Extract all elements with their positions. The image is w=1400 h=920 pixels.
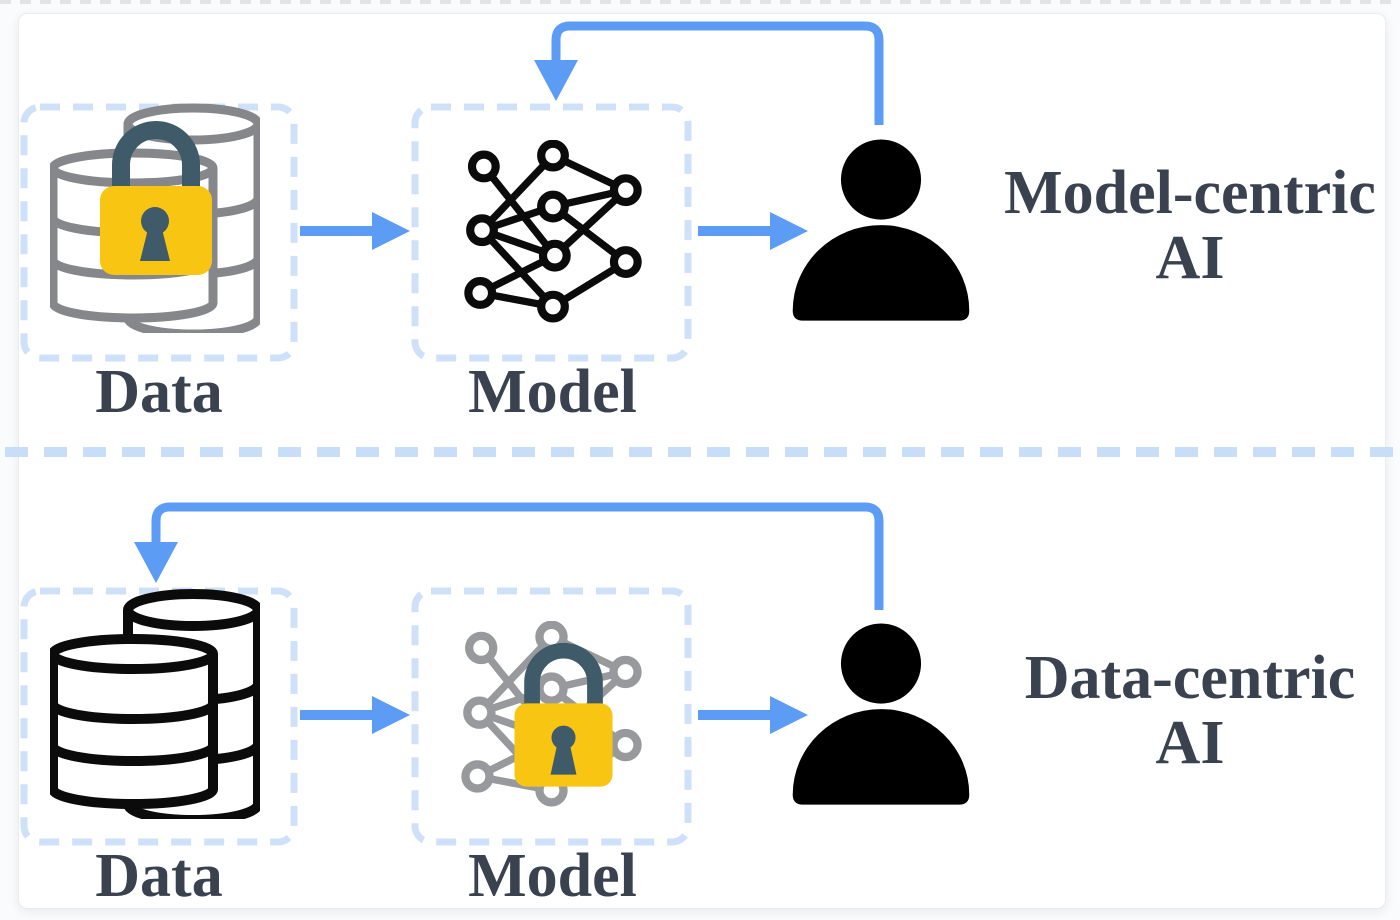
- dashed-box-border: [411, 103, 692, 362]
- database-icon: [50, 589, 260, 819]
- data-box-label: Data: [95, 842, 223, 910]
- flow-arrow-data-to-model-top: [300, 212, 410, 250]
- feedback-arrow-person-to-data: [134, 502, 884, 610]
- neural-network-lock-icon: [461, 621, 642, 807]
- database-lock-icon: [50, 103, 260, 333]
- model-box-label: Model: [468, 842, 637, 910]
- dashed-box-border: [411, 587, 692, 846]
- flow-arrow-model-to-person-top: [698, 212, 808, 250]
- model-box-data-centric: [411, 587, 692, 846]
- row-title-data-centric: Data-centric AI: [985, 646, 1395, 776]
- person-icon: [792, 139, 970, 321]
- title-line-2: AI: [1155, 709, 1225, 777]
- data-box-model-centric: [20, 103, 298, 362]
- dashed-box-border: [20, 587, 298, 846]
- title-line-1: Data-centric: [1024, 644, 1356, 712]
- title-line-1: Model-centric: [1004, 159, 1376, 227]
- feedback-arrow-person-to-model: [534, 21, 884, 125]
- neural-network-icon: [464, 140, 642, 323]
- person-icon: [792, 623, 970, 805]
- model-box-label: Model: [468, 358, 637, 426]
- data-box-label: Data: [95, 358, 223, 426]
- data-box-data-centric: [20, 587, 298, 846]
- model-box-model-centric: [411, 103, 692, 362]
- title-line-2: AI: [1155, 224, 1225, 292]
- flow-arrow-model-to-person-bottom: [698, 696, 808, 734]
- flow-arrow-data-to-model-bottom: [300, 696, 410, 734]
- row-title-model-centric: Model-centric AI: [985, 161, 1395, 291]
